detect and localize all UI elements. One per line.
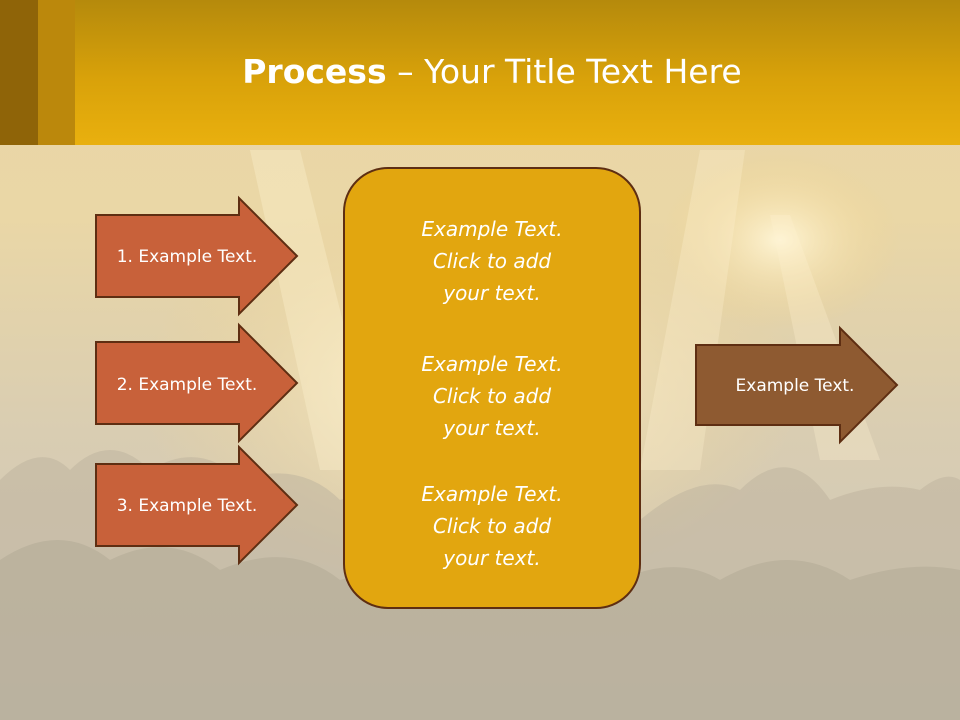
title-bold: Process	[242, 52, 387, 91]
slide-title[interactable]: Process – Your Title Text Here	[0, 52, 960, 91]
center-box[interactable]: Example Text. Click to add your text. Ex…	[343, 167, 641, 609]
result-arrow[interactable]: Example Text.	[695, 325, 899, 445]
step-arrow-1[interactable]: 1. Example Text.	[95, 195, 299, 317]
title-dash: –	[397, 52, 414, 91]
center-text-3-line-2: Click to add	[433, 514, 551, 538]
center-text-1-line-1: Example Text.	[421, 217, 562, 241]
header-accent-bar-light	[38, 0, 75, 145]
header-accent-bar	[0, 0, 38, 145]
step-label-2: 2. Example Text.	[117, 375, 258, 395]
center-text-3-line-1: Example Text.	[421, 482, 562, 506]
step-label-3: 3. Example Text.	[117, 496, 258, 516]
step-arrow-2[interactable]: 2. Example Text.	[95, 322, 299, 444]
header-band	[0, 0, 960, 145]
result-label: Example Text.	[736, 376, 855, 396]
center-text-2-line-3: your text.	[442, 416, 541, 440]
center-text-1-line-2: Click to add	[433, 249, 551, 273]
center-text-2-line-2: Click to add	[433, 384, 551, 408]
step-label-1: 1. Example Text.	[117, 247, 258, 267]
center-text-2-line-1: Example Text.	[421, 352, 562, 376]
step-arrow-3[interactable]: 3. Example Text.	[95, 444, 299, 566]
center-text-3-line-3: your text.	[442, 546, 541, 570]
title-rest: Your Title Text Here	[424, 52, 742, 91]
center-text-1-line-3: your text.	[442, 281, 541, 305]
